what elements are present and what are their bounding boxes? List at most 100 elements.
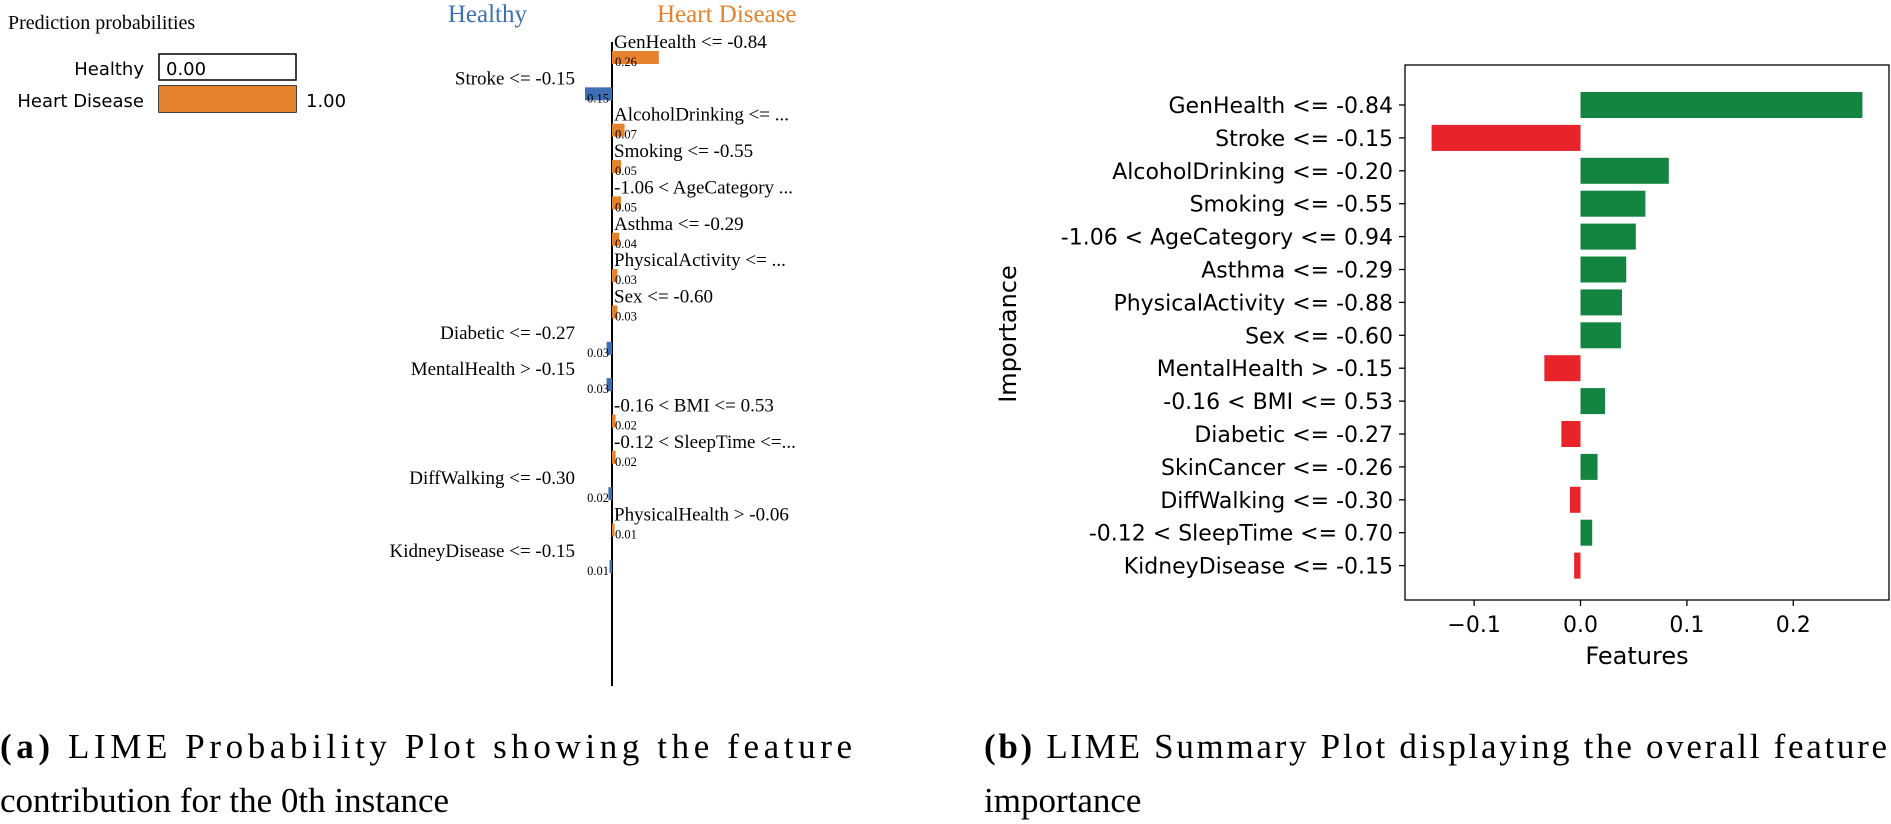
- y-tick-label: Smoking <= -0.55: [1190, 193, 1393, 218]
- class-label-healthy: Healthy: [448, 1, 528, 28]
- summary-bar: [1580, 519, 1593, 546]
- lime-feature-label: Sex <= -0.60: [614, 286, 713, 307]
- prob-bar-heart-disease: [159, 86, 296, 112]
- lime-value-label: 0.03: [587, 382, 609, 396]
- lime-explanation-chart: Healthy Heart Disease GenHealth <= -0.84…: [389, 1, 797, 686]
- summary-bar: [1580, 190, 1646, 217]
- y-tick-label: Diabetic <= -0.27: [1194, 423, 1393, 448]
- lime-feature-label: PhysicalActivity <= ...: [614, 250, 786, 271]
- summary-bar: [1580, 322, 1621, 349]
- svg-text:(a) LIME Probability Plo: (a) LIME Probability Plot showing the fe…: [0, 727, 852, 766]
- lime-value-label: 0.07: [615, 128, 637, 142]
- plot-frame: [1404, 64, 1890, 601]
- summary-bar: [1544, 355, 1581, 382]
- summary-bar: [1569, 486, 1581, 513]
- caption-a-line2: contribution for the 0th instance: [0, 781, 449, 820]
- lime-bar: [612, 51, 659, 64]
- lime-value-label: 0.26: [615, 55, 637, 69]
- lime-feature-label: -0.16 < BMI <= 0.53: [614, 396, 774, 417]
- lime-bar: [612, 160, 621, 174]
- caption-b-text: LIME Summary Plot displaying the overall…: [1046, 727, 1887, 766]
- lime-feature-label: AlcoholDrinking <= ...: [614, 105, 789, 126]
- lime-feature-label: -0.12 < SleepTime <=...: [614, 432, 796, 453]
- prob-value-healthy: 0.00: [166, 59, 206, 80]
- lime-bar: [612, 232, 620, 246]
- y-tick-label: SkinCancer <= -0.26: [1161, 456, 1393, 481]
- y-tick-label: DiffWalking <= -0.30: [1160, 489, 1393, 514]
- y-tick-label: Stroke <= -0.15: [1215, 127, 1393, 152]
- svg-text:(b) LIME Summary Plot di: (b) LIME Summary Plot displaying the ove…: [984, 727, 1887, 766]
- prediction-probabilities-title: Prediction probabilities: [8, 12, 195, 34]
- lime-value-label: 0.05: [615, 200, 637, 214]
- x-tick-label: −0.1: [1447, 613, 1500, 638]
- prediction-probabilities-panel: Prediction probabilities Healthy 0.00 He…: [8, 12, 346, 113]
- lime-feature-label: KidneyDisease <= -0.15: [389, 541, 575, 562]
- lime-bar: [608, 487, 612, 501]
- lime-bar: [612, 269, 618, 283]
- y-tick-label: KidneyDisease <= -0.15: [1124, 555, 1393, 580]
- prob-frame-healthy: [158, 53, 297, 81]
- summary-bar: [1580, 223, 1636, 250]
- lime-feature-label: GenHealth <= -0.84: [614, 32, 767, 53]
- summary-bar: [1580, 453, 1598, 480]
- lime-value-label: 0.02: [615, 419, 637, 433]
- summary-bar: [1580, 157, 1669, 184]
- lime-summary-chart: Importance Features GenHealth <= -0.84St…: [994, 64, 1890, 670]
- y-tick-label: PhysicalActivity <= -0.88: [1113, 291, 1393, 316]
- y-tick-label: MentalHealth > -0.15: [1157, 357, 1393, 382]
- lime-feature-label: Smoking <= -0.55: [614, 141, 753, 162]
- prob-label-heart-disease: Heart Disease: [17, 91, 144, 112]
- y-tick-label: Asthma <= -0.29: [1201, 259, 1393, 284]
- prob-label-healthy: Healthy: [74, 59, 144, 80]
- lime-feature-label: MentalHealth > -0.15: [411, 359, 575, 380]
- lime-feature-label: PhysicalHealth > -0.06: [614, 505, 789, 526]
- y-axis-label: Importance: [994, 265, 1022, 403]
- caption-b-line2: importance: [984, 781, 1141, 820]
- lime-value-label: 0.15: [587, 91, 609, 105]
- lime-value-label: 0.02: [615, 455, 637, 469]
- lime-bar: [612, 523, 615, 537]
- summary-bar: [1580, 92, 1863, 118]
- summary-bar: [1580, 388, 1605, 415]
- lime-bar: [612, 450, 616, 464]
- lime-value-label: 0.04: [615, 237, 638, 251]
- y-tick-label: -1.06 < AgeCategory <= 0.94: [1061, 226, 1393, 251]
- lime-feature-label: Stroke <= -0.15: [455, 68, 575, 89]
- lime-bar: [612, 123, 625, 137]
- lime-bar: [609, 559, 612, 573]
- prob-value-heart-disease: 1.00: [306, 91, 346, 112]
- summary-bar: [1580, 256, 1627, 283]
- lime-value-label: 0.05: [615, 164, 637, 178]
- caption-a-tag: (a): [0, 727, 50, 766]
- lime-bar: [612, 414, 616, 428]
- lime-bar: [612, 305, 618, 319]
- summary-bar: [1431, 124, 1581, 151]
- y-tick-label: AlcoholDrinking <= -0.20: [1112, 160, 1393, 185]
- caption-a-text: LIME Probability Plot showing the featur…: [68, 727, 852, 766]
- lime-feature-label: DiffWalking <= -0.30: [409, 468, 575, 489]
- lime-value-label: 0.02: [587, 491, 609, 505]
- class-label-heart-disease: Heart Disease: [657, 1, 797, 28]
- x-tick-label: 0.0: [1563, 613, 1598, 638]
- lime-value-label: 0.01: [615, 528, 637, 542]
- lime-feature-label: Diabetic <= -0.27: [440, 323, 575, 344]
- lime-value-label: 0.03: [615, 273, 637, 287]
- y-tick-label: Sex <= -0.60: [1245, 324, 1393, 349]
- x-axis-label: Features: [1585, 642, 1688, 670]
- lime-bar: [606, 341, 612, 355]
- lime-feature-label: Asthma <= -0.29: [614, 214, 744, 235]
- lime-bar: [612, 196, 621, 210]
- lime-value-label: 0.03: [615, 309, 637, 323]
- caption-b-tag: (b): [984, 727, 1032, 766]
- summary-bar: [1574, 552, 1581, 579]
- x-tick-label: 0.2: [1776, 613, 1811, 638]
- y-tick-label: -0.12 < SleepTime <= 0.70: [1089, 522, 1393, 547]
- y-tick-label: -0.16 < BMI <= 0.53: [1163, 390, 1393, 415]
- summary-bar: [1580, 289, 1623, 316]
- y-tick-label: GenHealth <= -0.84: [1168, 94, 1393, 119]
- lime-bar: [585, 87, 612, 101]
- caption-b: (b) LIME Summary Plot displaying the ove…: [984, 727, 1887, 820]
- lime-value-label: 0.01: [587, 564, 609, 578]
- x-tick-label: 0.1: [1669, 613, 1704, 638]
